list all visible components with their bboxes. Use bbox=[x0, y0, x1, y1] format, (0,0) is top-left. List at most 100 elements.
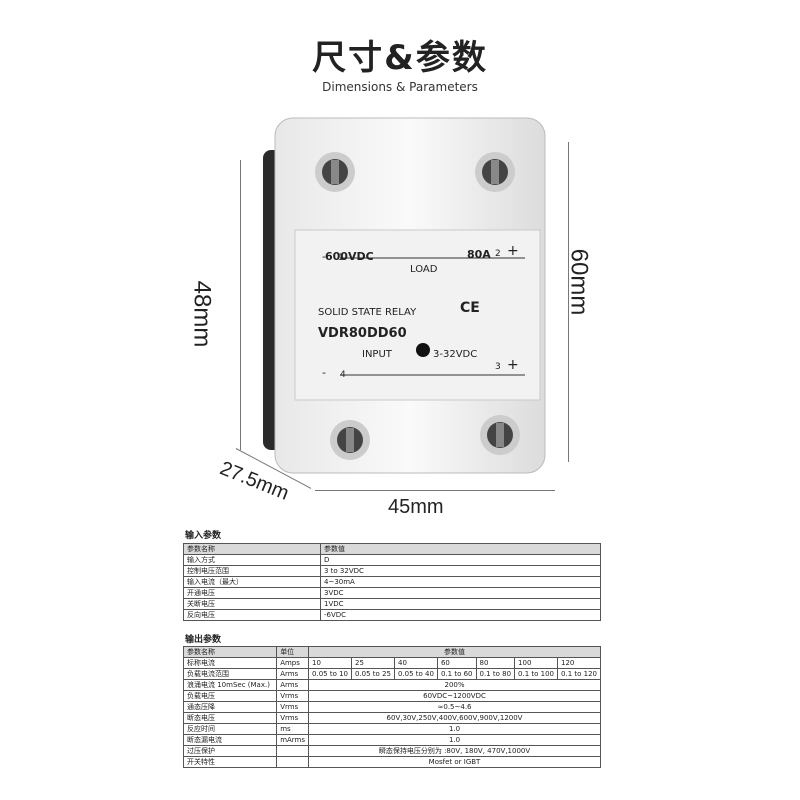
param-value: D bbox=[320, 554, 601, 566]
param-unit: mArms bbox=[276, 734, 310, 746]
height-right-label: 60mm bbox=[565, 248, 593, 316]
dim-line-right bbox=[568, 142, 569, 462]
param-unit: Vrms bbox=[276, 712, 310, 724]
param-value: 60VDC~1200VDC bbox=[308, 690, 601, 702]
dim-line-left bbox=[240, 160, 241, 450]
terminal-4: 4 bbox=[340, 370, 346, 380]
param-unit: Arms bbox=[276, 679, 310, 691]
header-cell: 参数名称 bbox=[182, 646, 278, 658]
param-unit: Vrms bbox=[276, 690, 310, 702]
param-name: 控制电压范围 bbox=[183, 565, 321, 577]
relay-load-label: LOAD bbox=[410, 264, 438, 275]
terminal-2: 2 bbox=[495, 249, 501, 259]
param-value: 60V,30V,250V,400V,600V,900V,1200V bbox=[308, 712, 601, 724]
param-value: 4~30mA bbox=[320, 576, 601, 588]
param-name: 开通电压 bbox=[183, 587, 321, 599]
param-name: 通态压降 bbox=[182, 701, 278, 713]
param-value: 200% bbox=[308, 679, 601, 691]
width-label: 45mm bbox=[388, 496, 444, 518]
relay-input-range: 3-32VDC bbox=[433, 349, 478, 360]
param-name: 断态电压 bbox=[182, 712, 278, 724]
param-value: 0.1 to 80 bbox=[475, 668, 516, 680]
param-value: 3VDC bbox=[320, 587, 601, 599]
param-value: 3 to 32VDC bbox=[320, 565, 601, 577]
param-value: 1.0 bbox=[308, 734, 601, 746]
param-name: 输入电流（最大） bbox=[183, 576, 321, 588]
header-cell: 参数值 bbox=[320, 543, 601, 555]
terminal-3: 3 bbox=[495, 362, 501, 372]
param-value: 80 bbox=[475, 657, 516, 669]
param-unit: Vrms bbox=[276, 701, 310, 713]
param-value: 1VDC bbox=[320, 598, 601, 610]
terminal-1-minus: - bbox=[322, 250, 326, 263]
relay-image bbox=[263, 117, 546, 474]
terminal-2-plus: + bbox=[507, 243, 519, 259]
param-value: Mosfet or IGBT bbox=[308, 756, 601, 768]
param-value: 1.0 bbox=[308, 723, 601, 735]
param-name: 负载电流范围 bbox=[182, 668, 278, 680]
param-name: 负载电压 bbox=[182, 690, 278, 702]
terminal-3-plus: + bbox=[507, 357, 519, 373]
param-name: 关断电压 bbox=[183, 598, 321, 610]
table-header: 参数名称 参数值 bbox=[183, 543, 601, 555]
page-title: 尺寸&参数 bbox=[312, 38, 488, 78]
param-value: 0.1 to 60 bbox=[436, 668, 477, 680]
param-unit bbox=[276, 756, 310, 768]
relay-input-label: INPUT bbox=[362, 349, 392, 360]
dim-line-bottom bbox=[315, 490, 555, 491]
param-name: 过压保护 bbox=[182, 745, 278, 757]
table-row: 过压保护 瞬态保持电压分别为 :80V, 180V, 470V,1000V bbox=[182, 745, 601, 757]
param-value: 0.05 to 25 bbox=[351, 668, 395, 680]
table-header: 参数名称 单位 参数值 bbox=[182, 646, 601, 658]
page-subtitle: Dimensions & Parameters bbox=[322, 80, 478, 94]
param-value: 0.05 to 10 bbox=[308, 668, 352, 680]
table-row: 反向电压-6VDC bbox=[183, 609, 601, 621]
param-value: 0.05 to 40 bbox=[393, 668, 438, 680]
param-value: 0.1 to 100 bbox=[514, 668, 559, 680]
param-name: 标称电流 bbox=[182, 657, 278, 669]
table-row: 开关特性 Mosfet or IGBT bbox=[182, 756, 601, 768]
param-unit: Amps bbox=[276, 657, 310, 669]
screw-icon bbox=[315, 152, 355, 192]
param-value: ≈0.5~4.6 bbox=[308, 701, 601, 713]
param-value: 0.1 to 120 bbox=[557, 668, 601, 680]
param-name: 开关特性 bbox=[182, 756, 278, 768]
param-name: 输入方式 bbox=[183, 554, 321, 566]
terminal-1: 1 bbox=[338, 253, 344, 263]
output-params-title: 输出参数 bbox=[185, 635, 222, 645]
param-unit: ms bbox=[276, 723, 310, 735]
param-unit: Arms bbox=[276, 668, 310, 680]
table-row: 输入电流（最大）4~30mA bbox=[183, 576, 601, 588]
input-params-title: 输入参数 bbox=[185, 531, 222, 541]
param-value: 100 bbox=[514, 657, 559, 669]
ce-mark: CE bbox=[460, 300, 480, 316]
param-value: 10 bbox=[308, 657, 352, 669]
relay-current: 80A bbox=[467, 248, 491, 261]
param-name: 反应时间 bbox=[182, 723, 278, 735]
param-value: 25 bbox=[351, 657, 395, 669]
header-cell: 参数名称 bbox=[183, 543, 321, 555]
param-value: 60 bbox=[436, 657, 477, 669]
param-value: 瞬态保持电压分别为 :80V, 180V, 470V,1000V bbox=[308, 745, 601, 757]
relay-brand-line: SOLID STATE RELAY bbox=[318, 307, 417, 318]
terminal-4-minus: - bbox=[322, 366, 326, 379]
param-name: 浪涌电流 10mSec (Max.) bbox=[182, 679, 278, 691]
header-cell: 参数值 bbox=[308, 646, 601, 658]
relay-voltage: 600VDC bbox=[325, 250, 374, 263]
param-value: 120 bbox=[557, 657, 601, 669]
